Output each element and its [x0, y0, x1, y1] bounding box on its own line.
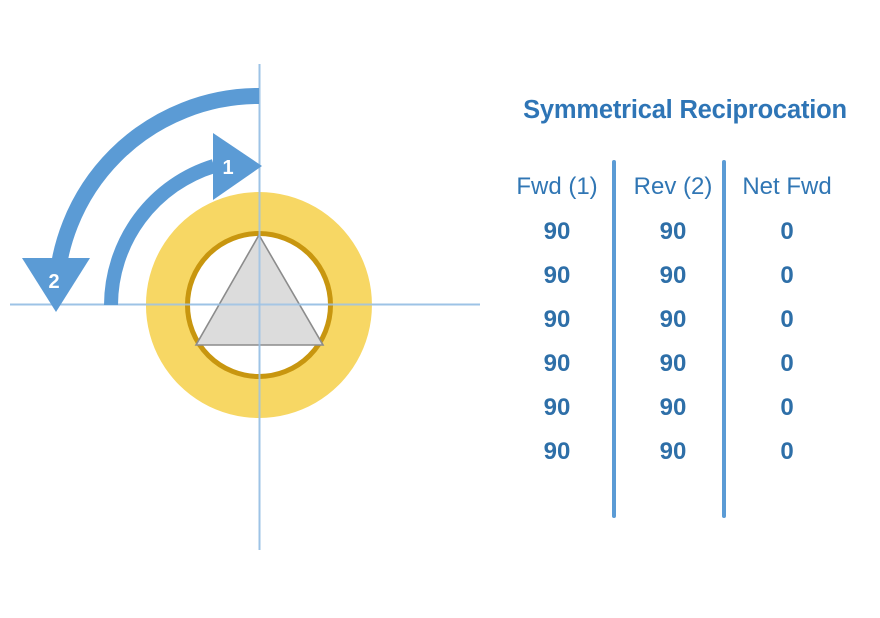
- arrow-2-label: 2: [48, 271, 59, 293]
- table-cell: 0: [780, 262, 794, 289]
- page-title: Symmetrical Reciprocation: [523, 96, 847, 124]
- table-cell: 90: [659, 306, 687, 333]
- arrow-2-head: [22, 258, 90, 312]
- arrow-1-head: [213, 133, 262, 200]
- yellow-ring: [145, 192, 372, 418]
- table-cell: 90: [543, 306, 571, 333]
- table-cell: 90: [543, 262, 571, 289]
- arrow-1-label: 1: [222, 157, 233, 179]
- table-cell: 90: [543, 394, 571, 421]
- table-cell: 90: [659, 350, 687, 377]
- table-cell: 0: [780, 438, 794, 465]
- column-header-fwd: Fwd (1): [516, 173, 598, 200]
- table-column-rev: Rev (2) 90 90 90 90 90 90: [614, 164, 732, 474]
- column-header-net-fwd: Net Fwd: [742, 173, 832, 200]
- table-cell: 90: [543, 438, 571, 465]
- table-cell: 90: [659, 218, 687, 245]
- arrow-1-arc: [104, 159, 217, 306]
- column-divider-2: [722, 160, 726, 518]
- table-cell: 90: [543, 218, 571, 245]
- data-table: Fwd (1) 90 90 90 90 90 90 Rev (2) 90 90 …: [490, 160, 880, 554]
- table-cell: 90: [659, 262, 687, 289]
- table-cell: 90: [659, 394, 687, 421]
- table-column-fwd: Fwd (1) 90 90 90 90 90 90: [498, 164, 616, 474]
- arrow-2-arc: [48, 88, 260, 300]
- table-cell: 0: [780, 306, 794, 333]
- table-cell: 0: [780, 394, 794, 421]
- table-cell: 90: [543, 350, 571, 377]
- table-cell: 0: [780, 218, 794, 245]
- column-header-rev: Rev (2): [633, 173, 713, 200]
- column-divider-1: [612, 160, 616, 518]
- table-panel: Symmetrical Reciprocation Fwd (1) 90 90 …: [490, 96, 880, 556]
- arrow-forward-1: 1: [104, 133, 262, 306]
- table-cell: 0: [780, 350, 794, 377]
- table-column-net-fwd: Net Fwd 0 0 0 0 0 0: [728, 164, 846, 474]
- arrow-reverse-2: 2: [22, 88, 260, 312]
- reciprocation-diagram: 2 1: [10, 64, 480, 550]
- table-cell: 90: [659, 438, 687, 465]
